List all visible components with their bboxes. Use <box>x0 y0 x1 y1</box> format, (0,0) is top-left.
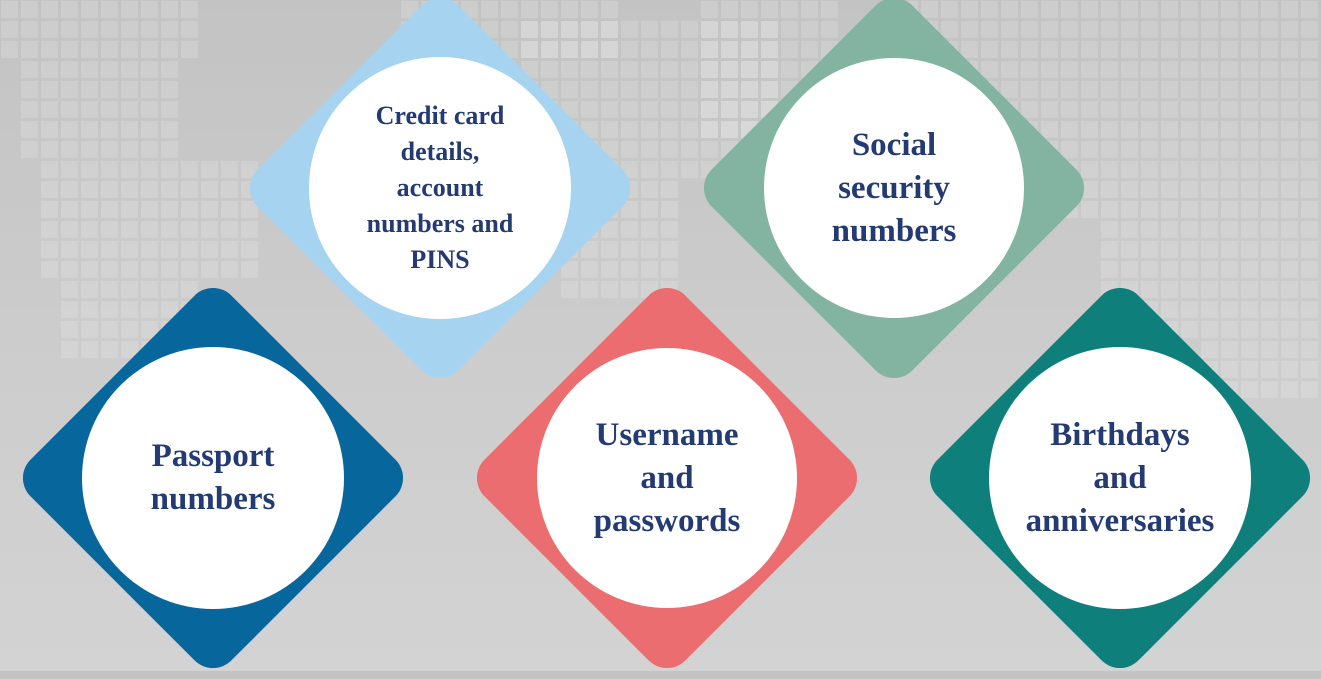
circle-social-security: Social security numbers <box>764 58 1024 318</box>
label-credit-card: Credit card details, account numbers and… <box>366 101 514 274</box>
label-social-security: Social security numbers <box>831 126 957 249</box>
circle-credit-card: Credit card details, account numbers and… <box>309 57 571 319</box>
label-birthdays: Birthdays and anniversaries <box>1025 416 1215 539</box>
label-passport: Passport numbers <box>150 438 276 517</box>
circle-birthdays: Birthdays and anniversaries <box>989 347 1251 609</box>
circle-username-passwords: Username and passwords <box>537 348 797 608</box>
label-username-passwords: Username and passwords <box>593 416 741 539</box>
circle-passport: Passport numbers <box>82 347 344 609</box>
